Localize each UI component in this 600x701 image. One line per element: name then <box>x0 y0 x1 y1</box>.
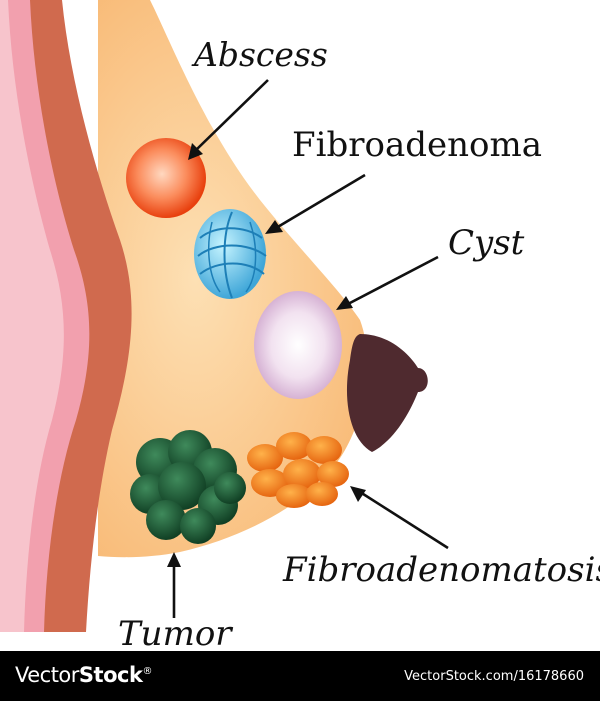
brand-logo: VectorStock® <box>15 663 152 687</box>
chest-muscle <box>28 0 132 632</box>
label-fibroadenoma: Fibroadenoma <box>292 125 542 165</box>
abscess-lesion <box>126 138 206 218</box>
watermark-url: VectorStock.com/16178660 <box>404 669 584 684</box>
arrow-icon <box>188 79 269 160</box>
label-cyst: Cyst <box>448 223 525 263</box>
nipple <box>346 334 428 452</box>
label-fibroadenomatosis: Fibroadenomatosis <box>283 550 600 590</box>
label-tumor: Tumor <box>118 614 232 654</box>
arrow-icon <box>350 486 449 550</box>
arrow-icon <box>167 552 181 618</box>
skin-edge <box>0 0 64 632</box>
brand-bold: Stock <box>78 663 143 687</box>
tumor-lesion <box>130 430 246 544</box>
fibroadenomatosis-lesion <box>247 432 349 508</box>
brand-mark: ® <box>142 666 152 677</box>
cyst-lesion <box>254 291 342 399</box>
arrow-icon <box>336 255 439 310</box>
arrow-icon <box>265 173 366 234</box>
fibroadenoma-lesion <box>194 209 267 299</box>
brand-light: Vector <box>15 663 79 687</box>
label-abscess: Abscess <box>194 35 328 74</box>
watermark-footer: VectorStock® VectorStock.com/16178660 <box>0 651 600 701</box>
